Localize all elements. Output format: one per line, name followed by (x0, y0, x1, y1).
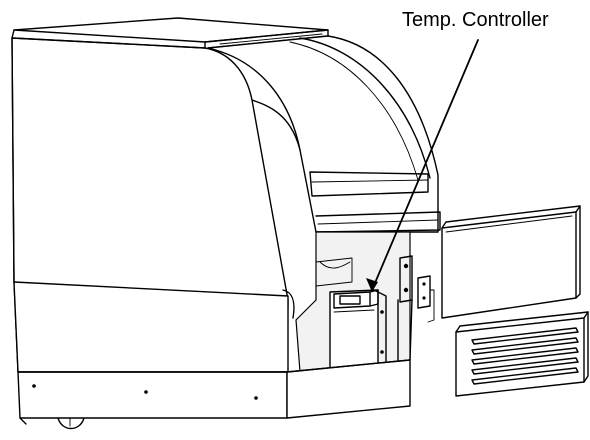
callout-leader-line (366, 39, 479, 292)
removed-front-panel (441, 205, 581, 319)
removed-louver-grille (455, 311, 589, 397)
curved-canopy (207, 35, 441, 233)
temperature-controller-display (333, 289, 379, 309)
cabinet-side-panel (11, 37, 295, 373)
cabinet-base (17, 359, 411, 430)
temp-controller-label: Temp. Controller (402, 9, 549, 31)
grille-louvers (471, 327, 579, 385)
